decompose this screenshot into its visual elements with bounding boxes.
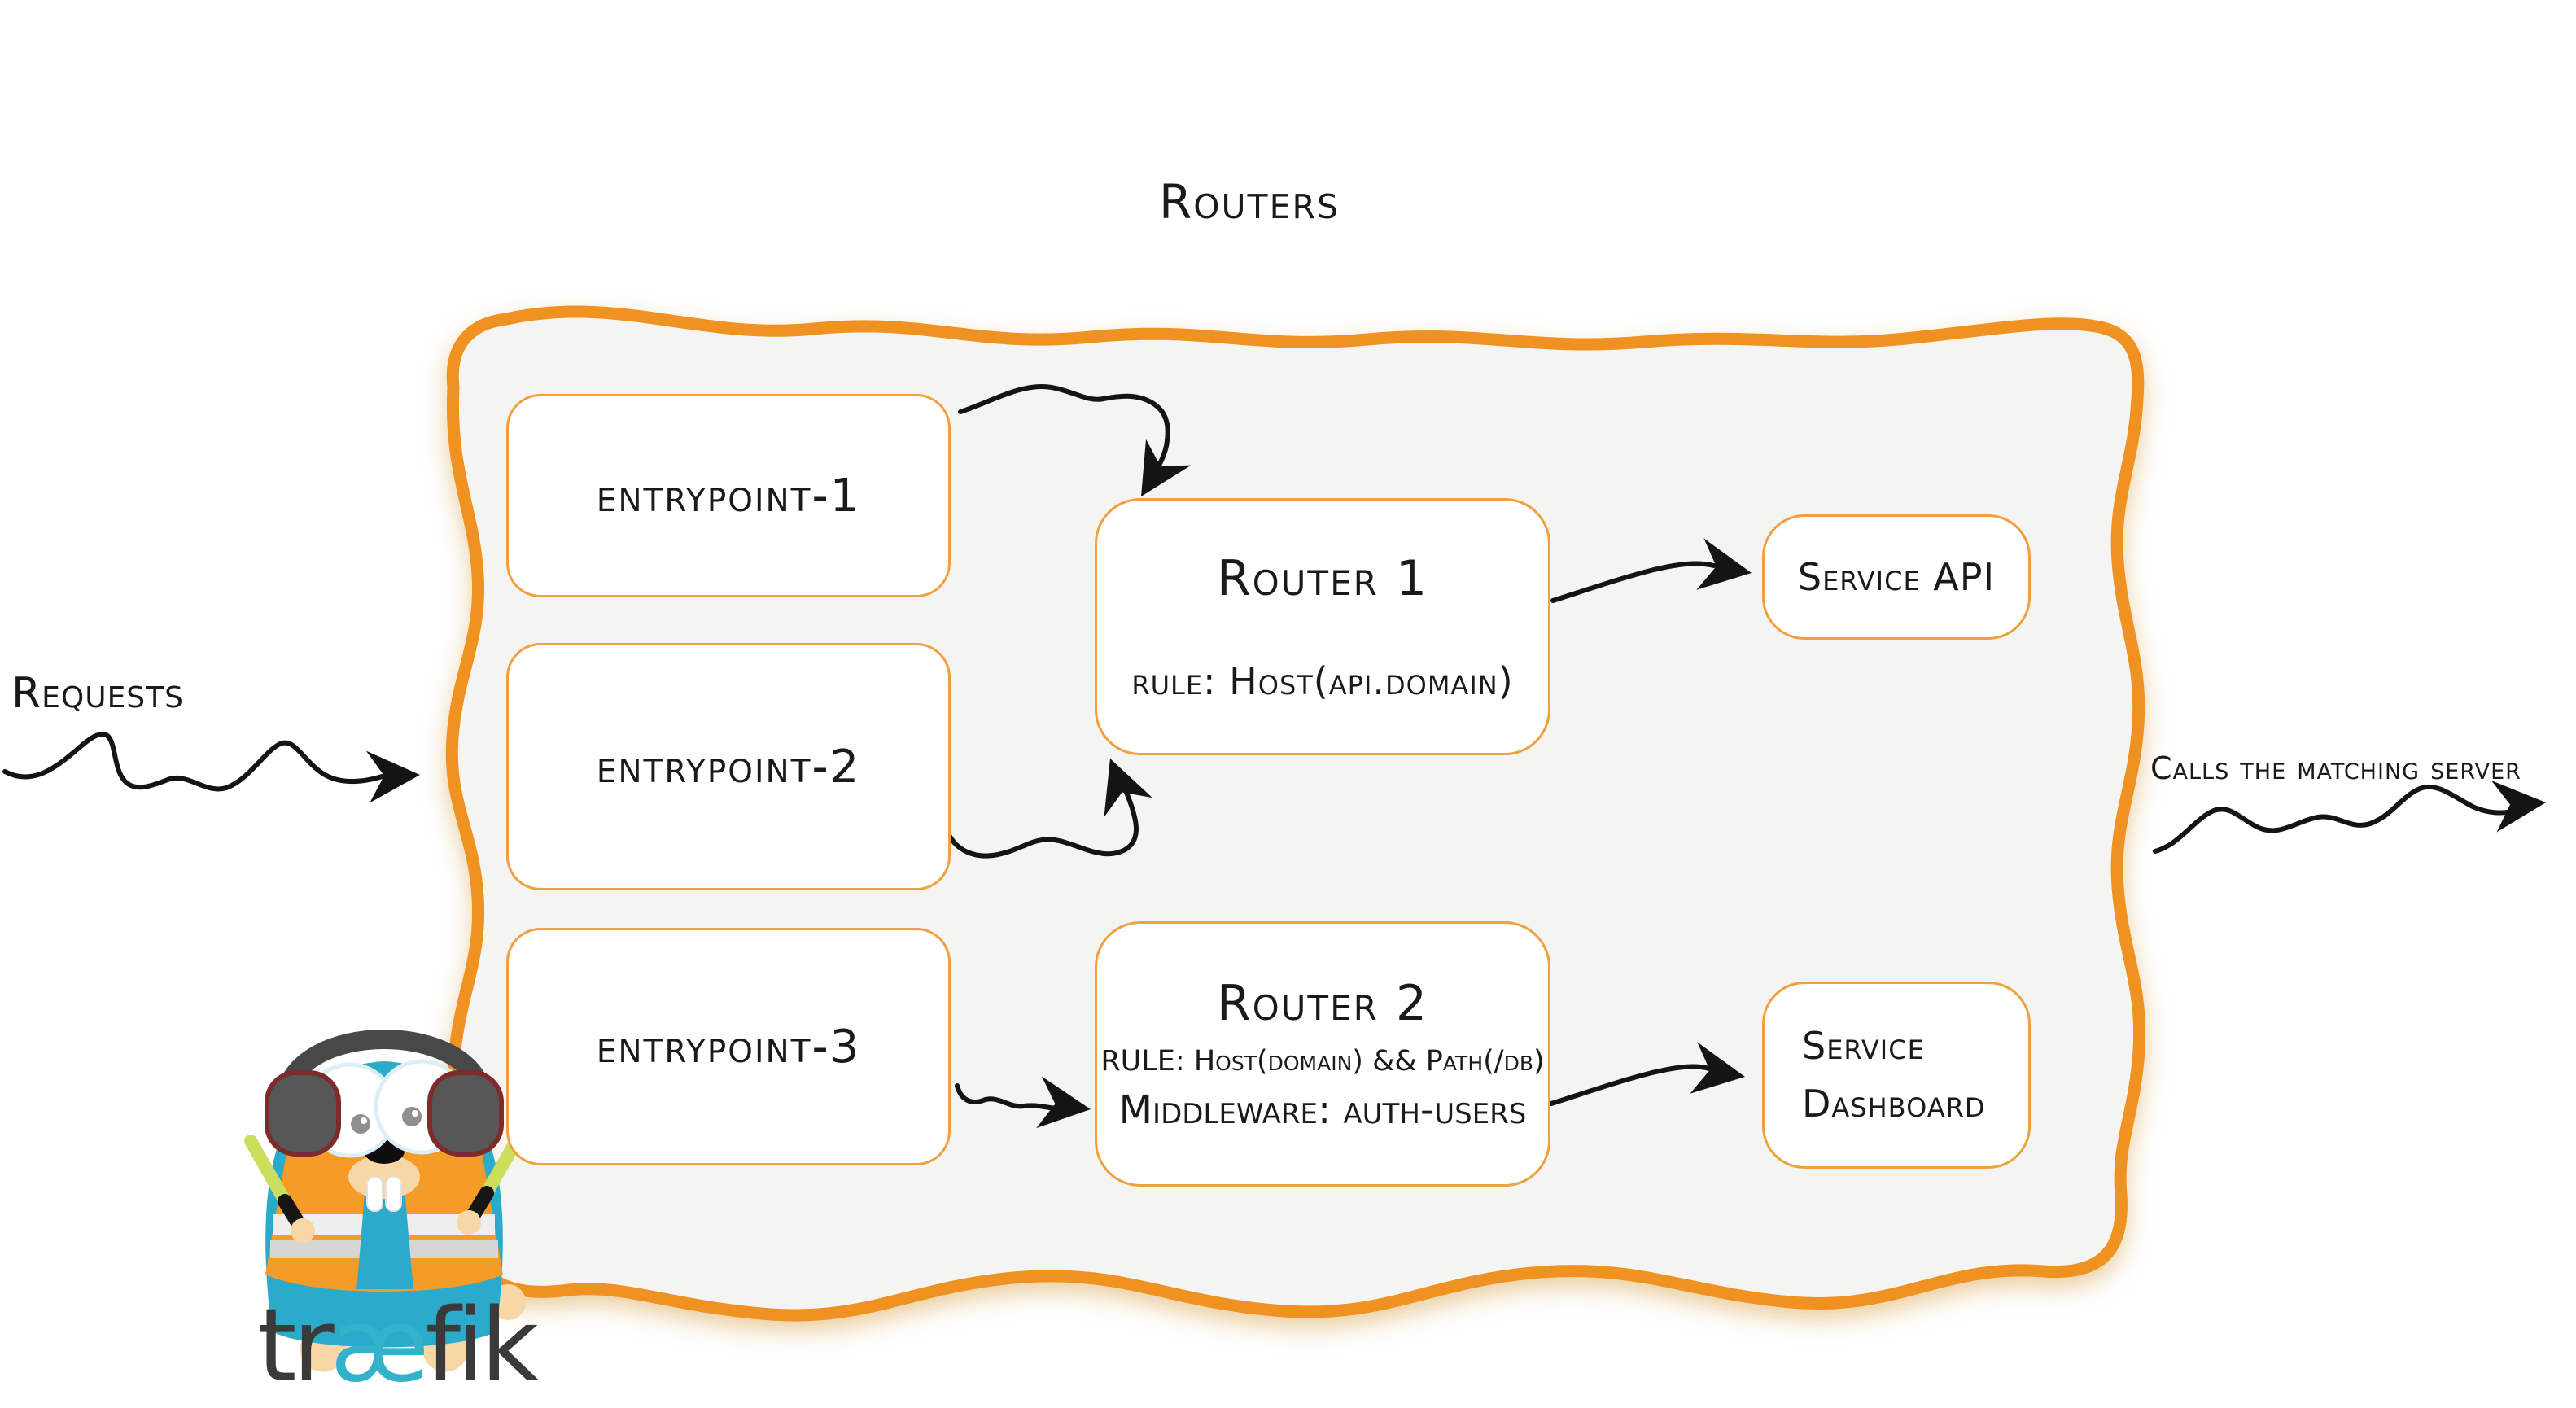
gopher-tooth (366, 1176, 383, 1212)
traefik-gopher (244, 1030, 527, 1372)
requests-label: Requests (11, 669, 185, 718)
arrow-entrypoint2-to-router1 (945, 749, 1152, 859)
headphone-left-cup (265, 1070, 341, 1157)
entrypoint-2-label: entrypoint-2 (596, 740, 861, 794)
service-dashboard-line1: Service (1802, 1023, 1925, 1068)
arrow-entrypoint1-to-router1 (958, 384, 1192, 510)
service-dashboard-box: Service Dashboard (1762, 982, 2031, 1169)
arrow-requests-in (2, 731, 422, 803)
router-2-middleware: Middleware: auth-users (1118, 1087, 1527, 1133)
router-2-box: Router 2 RULE: Host(domain) && Path(/db)… (1095, 921, 1550, 1187)
entrypoint-3-label: entrypoint-3 (596, 1020, 861, 1073)
gopher-left-arm (244, 1135, 315, 1243)
arrow-entrypoint3-to-router2 (955, 1076, 1094, 1134)
service-api-box: Service API (1762, 514, 2031, 640)
router-2-title: Router 2 (1216, 975, 1429, 1032)
arrow-router2-to-service-dashboard (1549, 1042, 1749, 1106)
wordmark-ae: æ (330, 1288, 430, 1405)
service-api-label: Service API (1797, 555, 1996, 599)
entrypoint-1-label: entrypoint-1 (596, 469, 861, 523)
wordmark-fik: fik (425, 1288, 539, 1405)
eye-glint (361, 1117, 367, 1124)
calls-matching-server-label: Calls the matching server (2150, 750, 2521, 786)
router-1-title: Router 1 (1216, 550, 1429, 607)
gopher-tooth (385, 1176, 402, 1212)
gopher-right-eye (402, 1107, 422, 1126)
diagram-title: Routers (1158, 174, 1340, 230)
router-1-box: Router 1 rule: Host(api.domain) (1095, 498, 1550, 755)
traefik-wordmark: træfik (257, 1288, 539, 1405)
arrow-calls-out (2153, 775, 2549, 854)
gopher-left-eye (351, 1114, 370, 1134)
wordmark-tr: tr (257, 1288, 335, 1405)
entrypoint-1-box: entrypoint-1 (506, 394, 951, 597)
arrow-router1-to-service-api (1550, 538, 1756, 603)
eye-glint (412, 1110, 418, 1117)
router-2-rule: RULE: Host(domain) && Path(/db) (1100, 1045, 1545, 1078)
headphone-right-cup (427, 1070, 504, 1157)
router-1-rule: rule: Host(api.domain) (1131, 659, 1514, 703)
service-dashboard-line2: Dashboard (1802, 1082, 1986, 1126)
entrypoint-3-box: entrypoint-3 (506, 928, 951, 1165)
entrypoint-2-box: entrypoint-2 (506, 643, 951, 890)
